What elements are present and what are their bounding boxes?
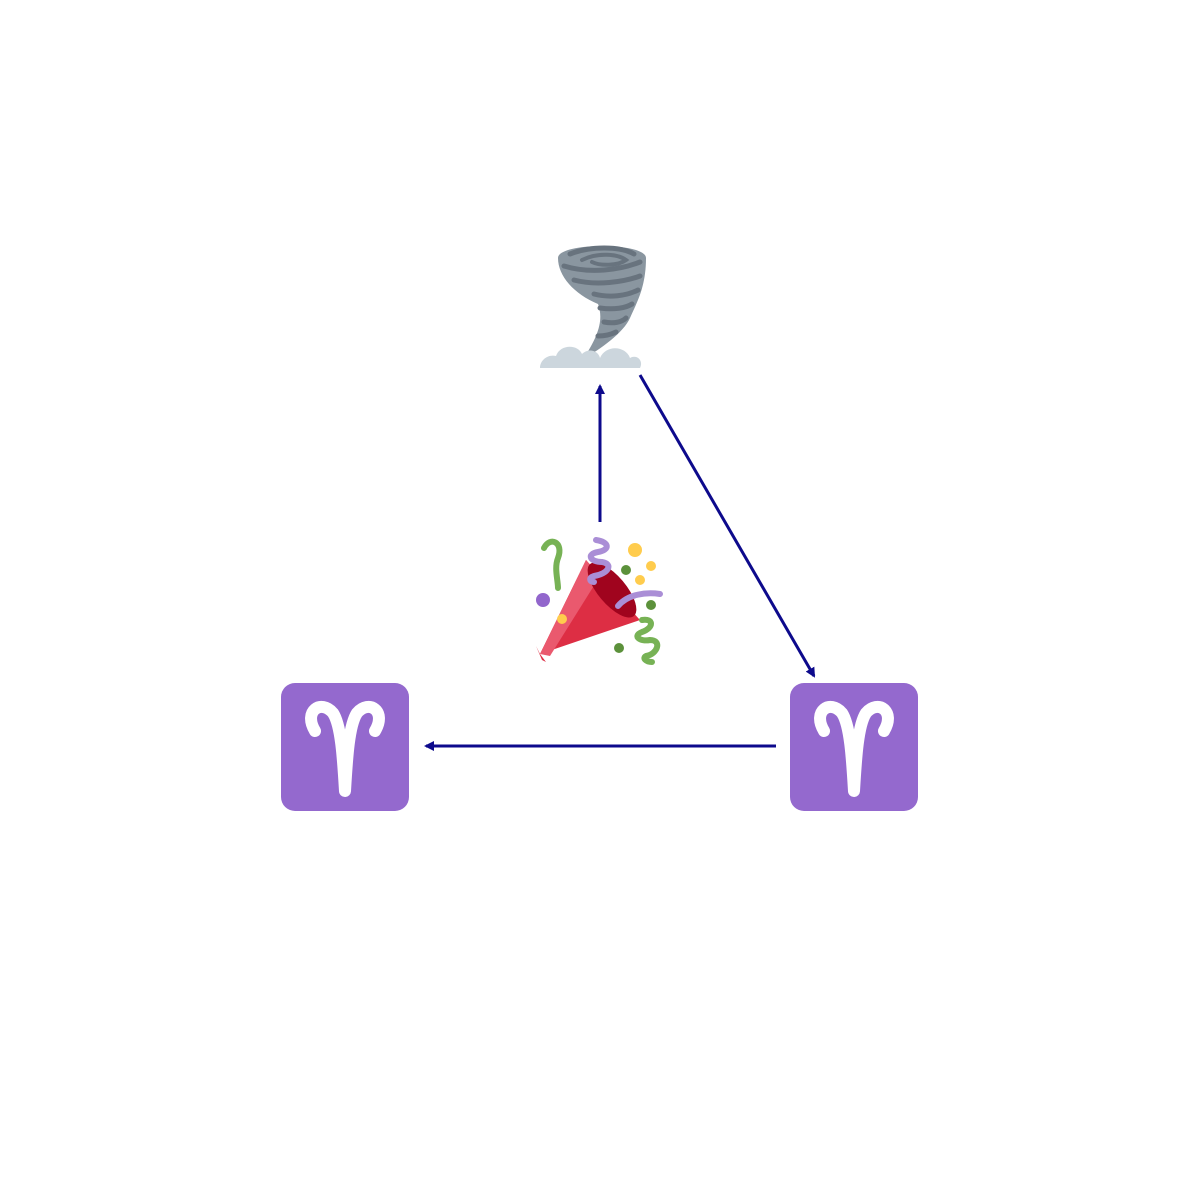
node-aries-left [281,683,409,811]
edges [424,374,816,751]
node-aries-right [790,683,918,811]
aries-icon [305,701,385,797]
node-tornado [540,245,646,368]
tornado-icon [540,245,646,368]
edge-tornado-to-aries-right [638,374,816,678]
aries-icon [814,701,894,797]
node-party-popper [536,537,663,665]
party-popper-icon [536,537,663,665]
